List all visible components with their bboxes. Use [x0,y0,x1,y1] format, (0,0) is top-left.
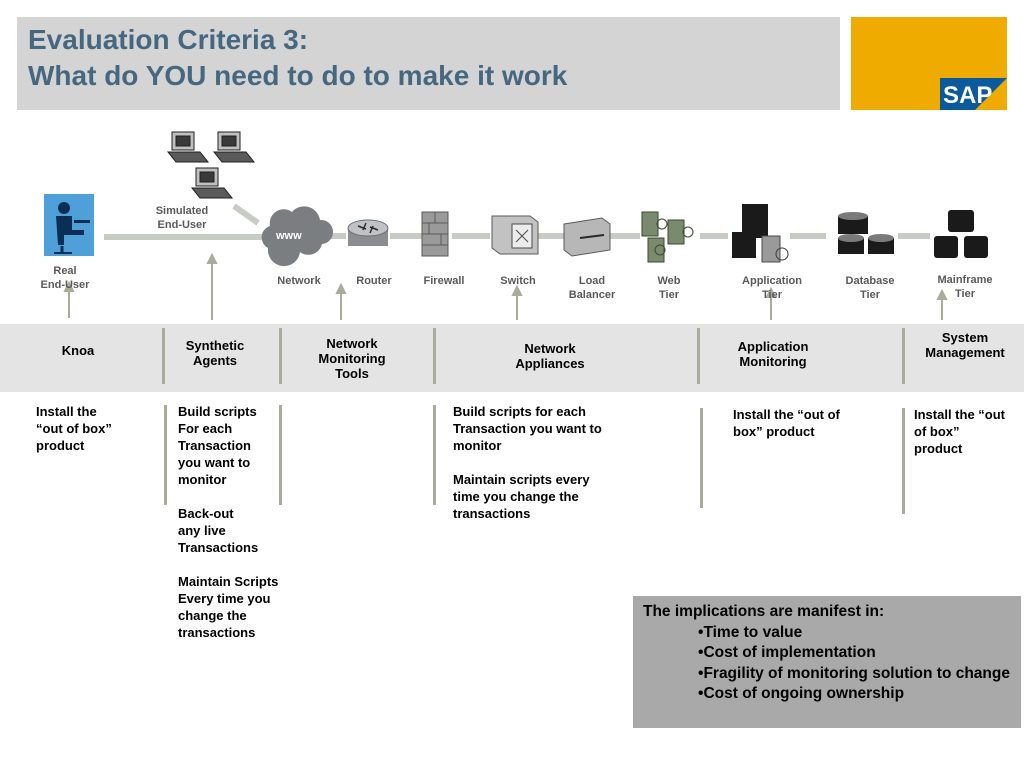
switch-icon [491,215,539,255]
band-divider [902,328,905,384]
band-divider [697,328,700,384]
description-text: Maintain scripts every time you change t… [453,472,590,521]
category-band [0,324,1024,392]
web-server-icon [641,211,694,263]
band-divider [162,328,165,384]
implications-box: The implications are manifest in: Time t… [633,596,1021,728]
real-user-label: Real End-User [40,265,90,291]
column-divider [700,408,703,508]
column-divider [433,405,436,505]
band-divider [433,328,436,384]
svg-text:SAP: SAP [943,82,992,109]
application-tier-label: Application Tier [742,275,802,301]
sap-logo: SAP [940,78,1007,110]
implications-list: Time to value Cost of implementation Fra… [643,623,1011,705]
category-application-monitoring: Application Monitoring [737,339,809,369]
firewall-icon [421,211,449,257]
implications-heading: The implications are manifest in: [643,603,885,620]
mainframe-icon [934,210,988,258]
description-system-management: Install the “out of box” product [914,406,1022,457]
implications-item: Cost of ongoing ownership [698,684,1011,705]
description-network-appliances: Build scripts for each Transaction you w… [453,403,653,522]
band-divider [279,328,282,384]
slide-title-line-1: Evaluation Criteria 3: [28,24,309,55]
implications-item: Fragility of monitoring solution to chan… [698,664,1011,685]
switch-label: Switch [500,275,536,287]
slide-title-line-2: What do YOU need to do to make it work [28,60,568,91]
router-label: Router [356,275,392,287]
router-icon [347,219,389,246]
internet-cloud-icon: www [261,206,334,267]
description-text: Build scripts for each Transaction you w… [453,404,602,453]
column-divider [902,408,905,514]
firewall-label: Firewall [423,275,465,287]
implications-item: Time to value [698,623,1011,644]
title-banner [17,17,840,110]
column-divider [279,405,282,505]
description-knoa: Install the “out of box” product [36,403,156,454]
simulated-user-label: Simulated End-User [155,205,209,231]
network-label: Network [277,275,321,287]
web-tier-label: Web Tier [657,275,681,301]
category-system-management: System Management [925,330,1005,360]
description-synthetic-agents: Build scripts For each Transaction you w… [178,403,298,641]
description-text: Install the “out of box” product [36,404,112,453]
application-server-icon [732,204,789,263]
description-text: Install the “out of box” product [733,407,840,439]
description-text: Maintain Scripts Every time you change t… [178,574,279,640]
database-icon [838,212,894,254]
category-network-appliances: Network Appliances [515,341,585,371]
description-text: Build scripts For each Transaction you w… [178,404,257,487]
description-text: Back-out any live Transactions [178,506,259,555]
implications-item: Cost of implementation [698,643,1011,664]
database-tier-label: Database Tier [845,275,895,301]
architecture-diagram: www [44,131,988,320]
mainframe-tier-label: Mainframe Tier [937,274,993,300]
column-divider [164,405,167,505]
svg-text:www: www [275,230,302,242]
category-knoa: Knoa [61,343,95,358]
description-application-monitoring: Install the “out of box” product [733,406,893,440]
computer-icons [166,131,256,199]
category-synthetic-agents: Synthetic Agents [185,338,245,368]
real-user-icon [44,194,94,256]
description-text: Install the “out of box” product [914,407,1005,456]
load-balancer-label: Load Balancer [568,275,616,301]
category-network-monitoring-tools: Network Monitoring Tools [318,336,386,381]
load-balancer-icon [563,217,611,257]
